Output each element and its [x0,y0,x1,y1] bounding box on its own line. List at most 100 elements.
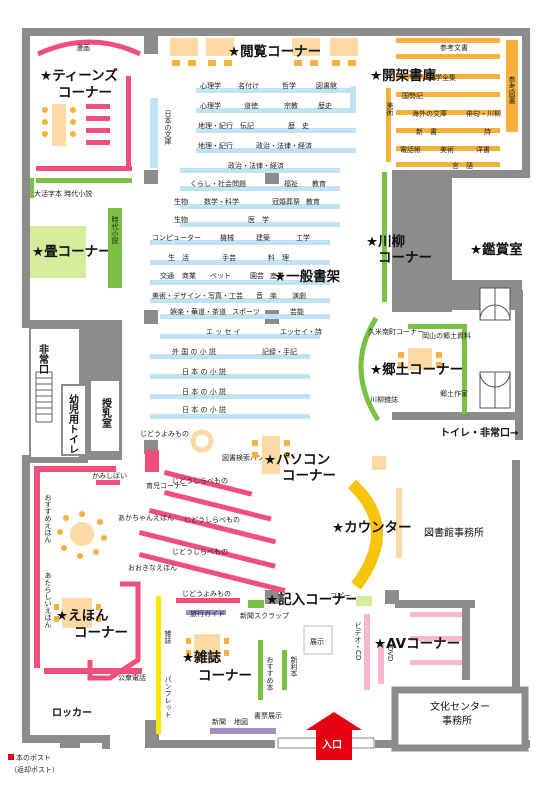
av-shelves [364,612,462,690]
bijutsu-design-label: 美術・デザイン・写真・工芸 [152,291,243,300]
dotoku-label: 道徳 [244,101,258,110]
entrance[interactable]: 入口 [277,712,375,760]
bunka2-label: 事務所 [442,714,472,727]
rekishi1-label: 歴史 [318,101,332,110]
shinbun-scrap-shelf [248,600,264,608]
ryoko-label: 旅行ガイド [190,609,225,618]
okayama-label: 岡山の郷土資料 [422,331,471,340]
nihon1-label: 日 本 の 小 説 [182,367,226,376]
tatami-area [30,226,86,278]
gengo-label: 言 語 [452,161,473,170]
kogaku-label: 工学 [296,233,310,242]
nihon2-label: 日 本 の 小 説 [182,387,226,396]
bunko-label: 日本の文庫 [164,110,172,146]
counter-desk [347,479,383,590]
shoshi-label: 書票展示 [254,711,282,720]
shukyo-label: 宗教 [284,101,298,110]
shinbun-label: 新聞 [212,717,226,726]
entrance-label: 入口 [322,739,342,751]
sports-label: スポーツ [232,308,260,316]
kyoiku-label: 教育 [312,179,326,188]
senryu-zasshi-label: 川柳雑誌 [370,395,398,404]
tetsugaku-label: 哲学 [282,81,296,90]
kyodo-chairs [398,352,442,368]
locker-area [30,690,108,734]
nihon3-label: 日 本 の 小 説 [182,405,226,414]
essay2-label: エッセイ・詩 [280,327,322,336]
jidou-shira3-label: じどうしらべもの [172,548,228,556]
denki-label: 伝記 [240,121,254,130]
post1-label: 本のポスト [16,753,51,762]
jidou-yomi-v-label: じどうよみもの [140,430,189,438]
teens-tables [30,76,132,198]
bijutsu-v-label: 美術 [386,101,394,117]
yojitoire-label: 幼児用トイレ [67,393,80,454]
shi-label: 詩 [484,127,491,136]
zone-zasshi-2: コーナー [198,668,252,684]
zone-ehon-1: ★えほん [56,608,109,624]
manga-label: 漫画 [76,43,90,52]
bijutsu2-label: 美術 [440,145,454,154]
junyu-label: 授乳室 [100,397,112,428]
kyodo-curve-shelf [358,316,381,422]
kurashi-label: くらし・社会問題 [190,179,246,188]
igaku-label: 医 学 [248,215,269,224]
atarashii-ehon-label: あたらしいえほん [44,572,52,628]
kikai-label: 機械 [220,233,234,242]
shinbun-shelf [210,728,276,734]
zone-senryu-1: ★川柳 [366,233,405,250]
seikatsu-label: 生 活 [168,253,189,262]
zone-kansho: ★鑑賞室 [470,241,523,258]
meicho-label: 名付け [238,81,259,90]
zone-kyodo: ★郷土コーナー [370,361,463,378]
haiku-label: 俳句・川柳 [466,109,501,118]
seibutsu2-label: 生物 [174,215,188,224]
ehon-shelves [34,466,142,681]
bungaku-label: 文学全集 [428,73,456,82]
pamphlet-label: パンフレット [164,676,172,718]
sanko-label: 参考文書 [440,43,468,52]
engeki-label: 演劇 [292,291,306,300]
ookina-label: おおきなえほん [128,564,177,572]
bunka1-label: 文化センター [430,700,490,713]
shinri1-label: 心理学 [200,81,221,90]
nihon3-shelf [150,414,310,419]
walls [22,28,530,752]
osusume-ehon-label: おすすめえほん [44,494,52,543]
zone-senryu-2: コーナー [378,250,432,266]
sankosho-label: 参考図書 [508,75,516,105]
kopii-label: コピー [330,592,351,600]
zone-teens-2: コーナー [58,85,112,101]
ehon-table-2 [62,598,92,628]
kyodo-table [408,348,432,370]
jidou-shira1-label: じどうしらべもの [172,477,228,485]
video-label: ビデオ・CD [354,622,362,660]
locker-label: ロッカー [52,707,92,719]
jidai-shelf [108,208,122,288]
kokuminki-label: 国勢記 [402,91,423,100]
zone-teens-1: ★ティーンズ [40,67,118,84]
zone-pc-2: コーナー [282,468,336,484]
kankon-label: 冠婚葬祭 [272,197,300,206]
taisho-label: 大活字本 時代小説 [34,189,92,198]
zone-kaika: ★開架書庫 [370,67,437,84]
toilet-exit-label: トイレ・非常口→ [440,426,518,439]
dvd-label: DVD [386,646,394,661]
zone-zasshi-1: ★雑誌 [182,649,222,666]
kaigai-bunko-label: 海外の文庫 [412,109,447,118]
chiri2-label: 地理・紀行 [198,141,233,150]
jidou-yomi2-label: じどうよみもの [182,590,231,598]
kotsu-label: 交通 [160,271,174,280]
jidou-shira2-label: じどうしらべもの [184,516,240,524]
zasshi-v-label: 雑誌 [164,629,172,644]
yosho-label: 洋書 [476,145,490,154]
shinrihon-label: 新利本 [290,655,298,678]
round-table [190,429,214,453]
bunko-shelf [150,98,158,168]
zone-ehon-2: コーナー [74,625,128,641]
shinsho-label: 新 書 [416,127,437,136]
ehon-round-table [70,522,94,546]
pamphlet-shelf [156,596,161,734]
seibutsu1-label: 生物 [174,197,188,206]
pet-label: ペット [210,272,231,280]
